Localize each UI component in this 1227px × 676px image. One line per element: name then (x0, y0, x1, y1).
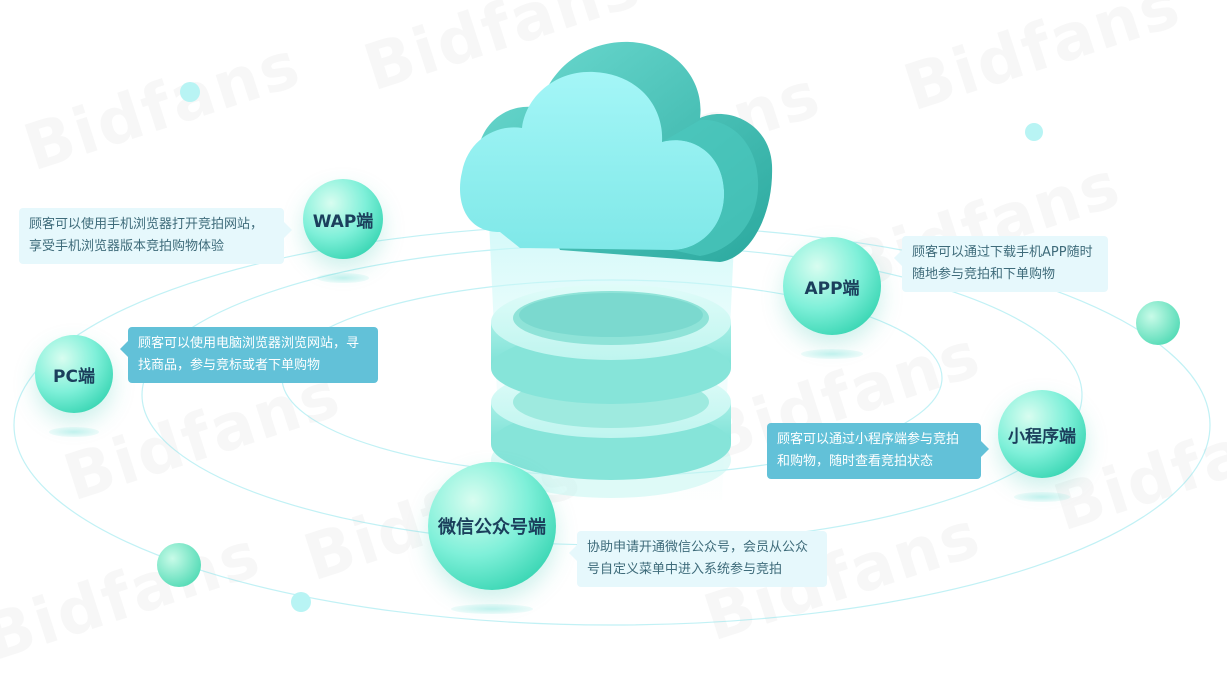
diagram-stage: Bidfans Bidfans Bidfans Bidfans Bidfans … (13, 41, 1211, 626)
decor-dot (1136, 301, 1180, 345)
callout-app: 顾客可以通过下载手机APP随时随地参与竞拍和下单购物 (894, 236, 1108, 292)
cloud-icon (459, 41, 773, 263)
callout-pc: 顾客可以使用电脑浏览器浏览网站，寻找商品，参与竞标或者下单购物 (120, 327, 378, 383)
server-stack-icon (491, 284, 731, 498)
decor-dot (291, 592, 311, 612)
node-wap-label: WAP端 (312, 211, 374, 232)
decor-dot (1025, 123, 1043, 141)
node-app-label: APP端 (804, 278, 860, 299)
callout-mini-program: 顾客可以通过小程序端参与竞拍和购物，随时查看竞拍状态 (767, 423, 989, 479)
callout-wechat: 协助申请开通微信公众号，会员从公众号自定义菜单中进入系统参与竞拍 (569, 531, 827, 587)
node-pc-label: PC端 (53, 366, 95, 387)
node-mini-program: 小程序端 (998, 390, 1086, 502)
orbit-graphics (13, 41, 1211, 626)
node-wap: WAP端 (303, 179, 383, 283)
decor-dot (180, 82, 200, 102)
node-wechat: 微信公众号端 (428, 462, 556, 614)
node-pc: PC端 (35, 335, 113, 437)
node-mini-program-label: 小程序端 (1008, 426, 1076, 447)
node-wechat-label: 微信公众号端 (438, 517, 546, 538)
node-app: APP端 (783, 237, 881, 359)
decor-dot (157, 543, 201, 587)
callout-wap: 顾客可以使用手机浏览器打开竞拍网站，享受手机浏览器版本竞拍购物体验 (19, 208, 292, 264)
